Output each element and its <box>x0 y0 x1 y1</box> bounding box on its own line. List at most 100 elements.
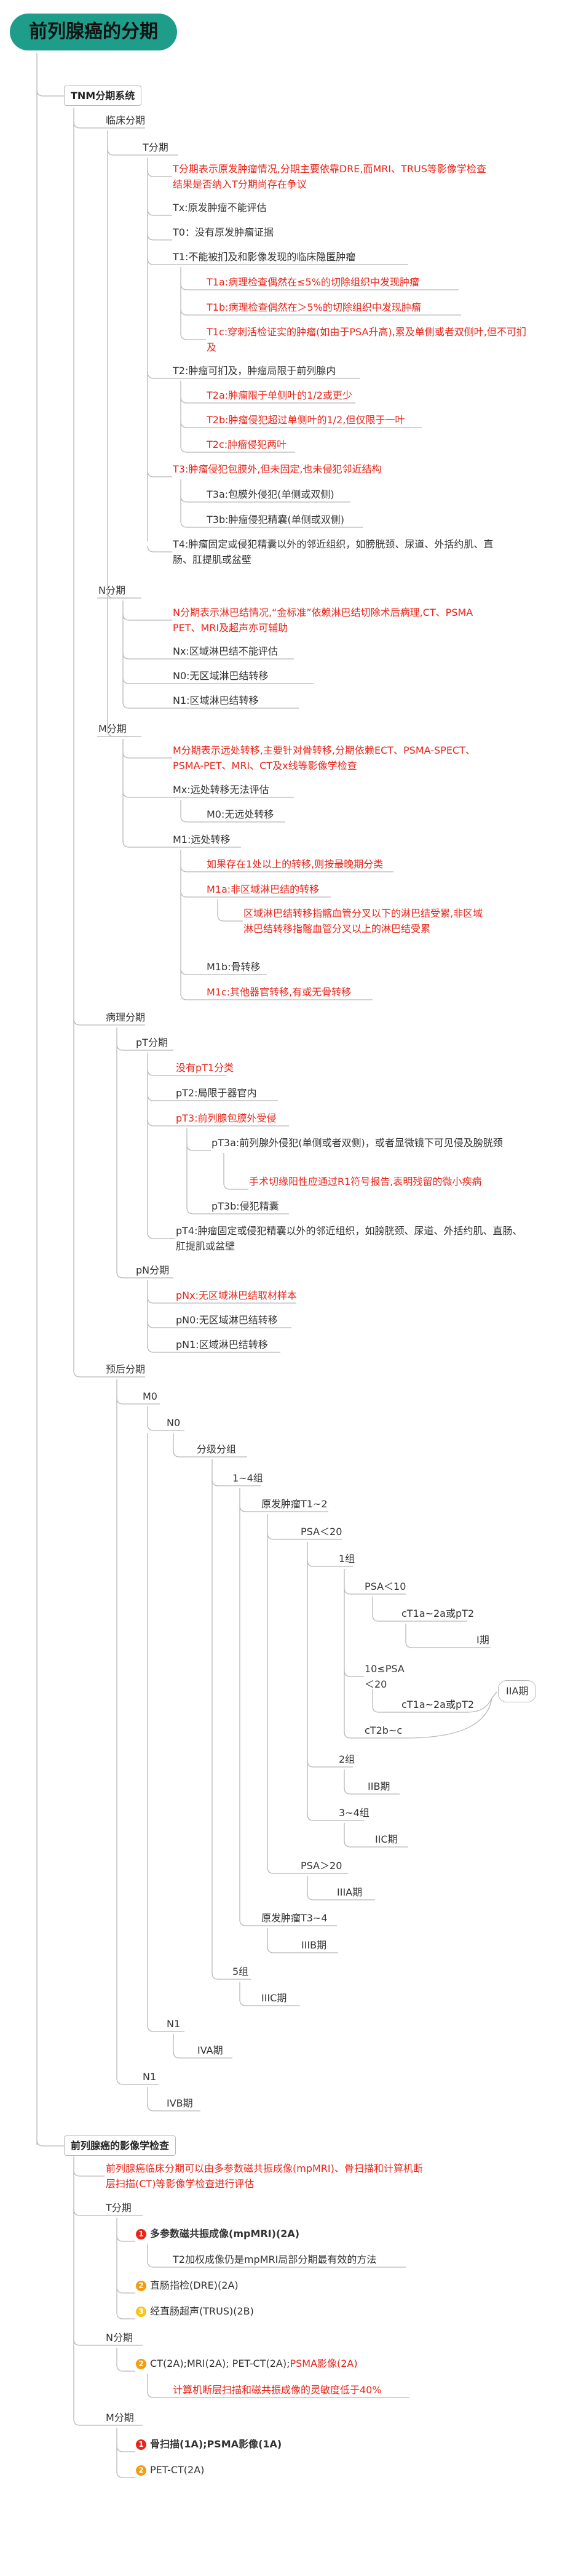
node-tx[interactable]: Tx:原发肿瘤不能评估 <box>173 202 267 213</box>
node-stage-2c[interactable]: IIC期 <box>375 1833 398 1845</box>
connector-branch <box>36 89 64 97</box>
node-imaging-note[interactable]: 前列腺癌临床分期可以由多参数磁共振成像(mpMRI)、骨扫描和计算机断层扫描(C… <box>106 2163 423 2190</box>
node-stage-4a[interactable]: IVA期 <box>197 2044 223 2056</box>
node-stage-1[interactable]: I期 <box>476 1634 489 1646</box>
node-t-stage[interactable]: T分期 <box>143 142 168 153</box>
node-stage-2a[interactable]: IIA期 <box>498 1680 537 1702</box>
node-grade-group[interactable]: 分级分组 <box>197 1443 237 1455</box>
node-m1-note[interactable]: 如果存在1处以上的转移,则按最晚期分类 <box>207 858 384 870</box>
node-pnx[interactable]: pNx:无区域淋巴结取材样本 <box>176 1290 297 1301</box>
node-t-note[interactable]: T分期表示原发肿瘤情况,分期主要依靠DRE,而MRI、TRUS等影像学检查结果是… <box>173 163 486 190</box>
node-stage-3c[interactable]: IIIC期 <box>261 1992 287 2004</box>
node-t3a[interactable]: T3a:包膜外侵犯(单侧或双侧) <box>207 488 334 500</box>
connector-branch <box>372 1614 401 1622</box>
node-prog-m0[interactable]: M0 <box>143 1390 157 1402</box>
node-t2a[interactable]: T2a:肿瘤限于单侧叶的1/2或更少 <box>207 389 352 401</box>
node-pathological[interactable]: 病理分期 <box>106 1011 146 1023</box>
node-prognostic[interactable]: 预后分期 <box>106 1363 146 1375</box>
node-t0[interactable]: T0：没有原发肿瘤证据 <box>173 226 274 238</box>
node-grade-1-4[interactable]: 1~4组 <box>232 1472 263 1484</box>
node-n-note[interactable]: N分期表示淋巴结情况,“金标准”依赖淋巴结切除术后病理,CT、PSMA PET、… <box>173 607 473 634</box>
node-t3[interactable]: T3:肿瘤侵犯包膜外,但未固定,也未侵犯邻近结构 <box>173 463 382 475</box>
connector-branch <box>116 2235 135 2242</box>
node-group-3-4[interactable]: 3~4组 <box>339 1807 370 1819</box>
node-m1a[interactable]: M1a:非区域淋巴结的转移 <box>207 883 320 895</box>
node-mx[interactable]: Mx:远处转移无法评估 <box>173 784 269 796</box>
node-group-2[interactable]: 2组 <box>339 1753 355 1765</box>
node-psa-10-20[interactable]: 10≤PSA＜20 <box>365 1663 405 1690</box>
node-prog-n0[interactable]: N0 <box>167 1417 181 1429</box>
node-t2b-c[interactable]: cT2b~c <box>365 1725 403 1736</box>
node-m0[interactable]: M0:无远处转移 <box>207 808 274 820</box>
node-img-mpmri-label: 多参数磁共振成像(mpMRI)(2A) <box>150 2228 300 2239</box>
node-t1c[interactable]: T1c:穿刺活检证实的肿瘤(如由于PSA升高),累及单侧或者双侧叶,但不可扪及 <box>207 326 526 353</box>
node-t2b[interactable]: T2b:肿瘤侵犯超过单侧叶的1/2,但仅限于一叶 <box>207 414 405 426</box>
node-m-stage[interactable]: M分期 <box>98 723 127 735</box>
connector-branch <box>344 1670 364 1677</box>
node-t3-4[interactable]: 原发肿瘤T3~4 <box>261 1912 328 1924</box>
node-n-stage[interactable]: N分期 <box>98 584 125 596</box>
node-t1a[interactable]: T1a:病理检查偶然在≤5%的切除组织中发现肿瘤 <box>207 276 419 288</box>
node-stage-3a[interactable]: IIIA期 <box>337 1886 363 1898</box>
node-prog-n1[interactable]: N1 <box>167 2018 181 2030</box>
node-img-m[interactable]: M分期 <box>106 2412 134 2423</box>
node-t1-2[interactable]: 原发肿瘤T1~2 <box>261 1498 328 1510</box>
connector-branch <box>107 148 141 156</box>
node-img-mpmri-note[interactable]: T2加权成像仍是mpMRI局部分期最有效的方法 <box>173 2254 377 2265</box>
node-img-t[interactable]: T分期 <box>106 2202 132 2214</box>
node-img-ct-note[interactable]: 计算机断层扫描和磁共振成像的灵敏度低于40% <box>173 2384 382 2396</box>
node-m1c[interactable]: M1c:其他器官转移,有或无骨转移 <box>207 986 352 998</box>
connector-branch <box>147 372 172 379</box>
node-pt2[interactable]: pT2:局限于器官内 <box>176 1087 257 1099</box>
node-nx[interactable]: Nx:区域淋巴结不能评估 <box>173 645 278 657</box>
node-group-5[interactable]: 5组 <box>232 1966 249 1977</box>
node-psa-lt10[interactable]: PSA＜10 <box>365 1581 406 1592</box>
node-t4[interactable]: T4:肿瘤固定或侵犯精囊以外的邻近组织，如膀胱颈、尿道、外括约肌、直肠、肛提肌或… <box>173 538 494 565</box>
node-t2[interactable]: T2:肿瘤可扪及，肿瘤局限于前列腺内 <box>173 365 336 377</box>
node-pt3a[interactable]: pT3a:前列腺外侵犯(单侧或者双侧)，或者显微镜下可见侵及膀胱颈 <box>211 1137 503 1149</box>
node-prog-m1[interactable]: N1 <box>143 2071 157 2083</box>
node-pt1[interactable]: 没有pT1分类 <box>176 1062 234 1074</box>
node-clinical[interactable]: 临床分期 <box>106 114 146 126</box>
node-pt-stage[interactable]: pT分期 <box>136 1037 168 1048</box>
node-psa-lt20[interactable]: PSA＜20 <box>301 1526 342 1537</box>
node-psa-gt20[interactable]: PSA＞20 <box>301 1860 342 1872</box>
node-pn-stage[interactable]: pN分期 <box>136 1264 170 1276</box>
node-pt3a-note[interactable]: 手术切缘阳性应通过R1符号报告,表明残留的微小疾病 <box>249 1176 482 1187</box>
node-t3b[interactable]: T3b:肿瘤侵犯精囊(单侧或双侧) <box>207 514 344 525</box>
node-pt3[interactable]: pT3:前列腺包膜外受侵 <box>176 1112 277 1124</box>
node-n1[interactable]: N1:区域淋巴结转移 <box>173 695 259 706</box>
node-pt3b[interactable]: pT3b:侵犯精囊 <box>211 1200 279 1212</box>
node-t1b[interactable]: T1b:病理检查偶然在＞5%的切除组织中发现肿瘤 <box>207 301 421 313</box>
node-m1b[interactable]: M1b:骨转移 <box>207 961 261 973</box>
node-pt4[interactable]: pT4:肿瘤固定或侵犯精囊以外的邻近组织，如膀胱颈、尿道、外括约肌、直肠、肛提肌… <box>176 1225 523 1252</box>
node-t1a-2a-2[interactable]: cT1a~2a或pT2 <box>401 1699 475 1710</box>
connector-branch <box>147 233 172 241</box>
node-t1a-2a-1[interactable]: cT1a~2a或pT2 <box>401 1608 475 1619</box>
section-tnm[interactable]: TNM分期系统 <box>64 86 142 106</box>
section-imaging[interactable]: 前列腺癌的影像学检查 <box>64 2135 176 2156</box>
connector-branch <box>223 1182 248 1190</box>
node-group-1[interactable]: 1组 <box>339 1553 355 1565</box>
node-stage-4b[interactable]: IVB期 <box>167 2097 193 2109</box>
connector-branch <box>267 1533 300 1540</box>
node-stage-2b[interactable]: IIB期 <box>368 1780 390 1792</box>
node-n0[interactable]: N0:无区域淋巴结转移 <box>173 670 269 682</box>
node-pn1[interactable]: pN1:区域淋巴结转移 <box>176 1339 268 1350</box>
node-m1a-note[interactable]: 区域淋巴结转移指髂血管分叉以下的淋巴结受累,非区域淋巴结转移指髂血管分叉以上的淋… <box>243 907 483 935</box>
node-t2c[interactable]: T2c:肿瘤侵犯两叶 <box>207 439 287 450</box>
node-stage-3b[interactable]: IIIB期 <box>301 1939 327 1951</box>
node-pn0[interactable]: pN0:无区域淋巴结转移 <box>176 1314 278 1326</box>
node-m1[interactable]: M1:远处转移 <box>173 834 231 845</box>
root-title[interactable]: 前列腺癌的分期 <box>10 14 177 50</box>
connector-branch <box>239 1999 261 2006</box>
node-img-n[interactable]: N分期 <box>106 2332 133 2343</box>
node-t1[interactable]: T1:不能被扪及和影像发现的临床隐匿肿瘤 <box>173 251 356 263</box>
node-m-note[interactable]: M分期表示远处转移,主要针对骨转移,分期依赖ECT、PSMA-SPECT、PSM… <box>173 744 475 772</box>
